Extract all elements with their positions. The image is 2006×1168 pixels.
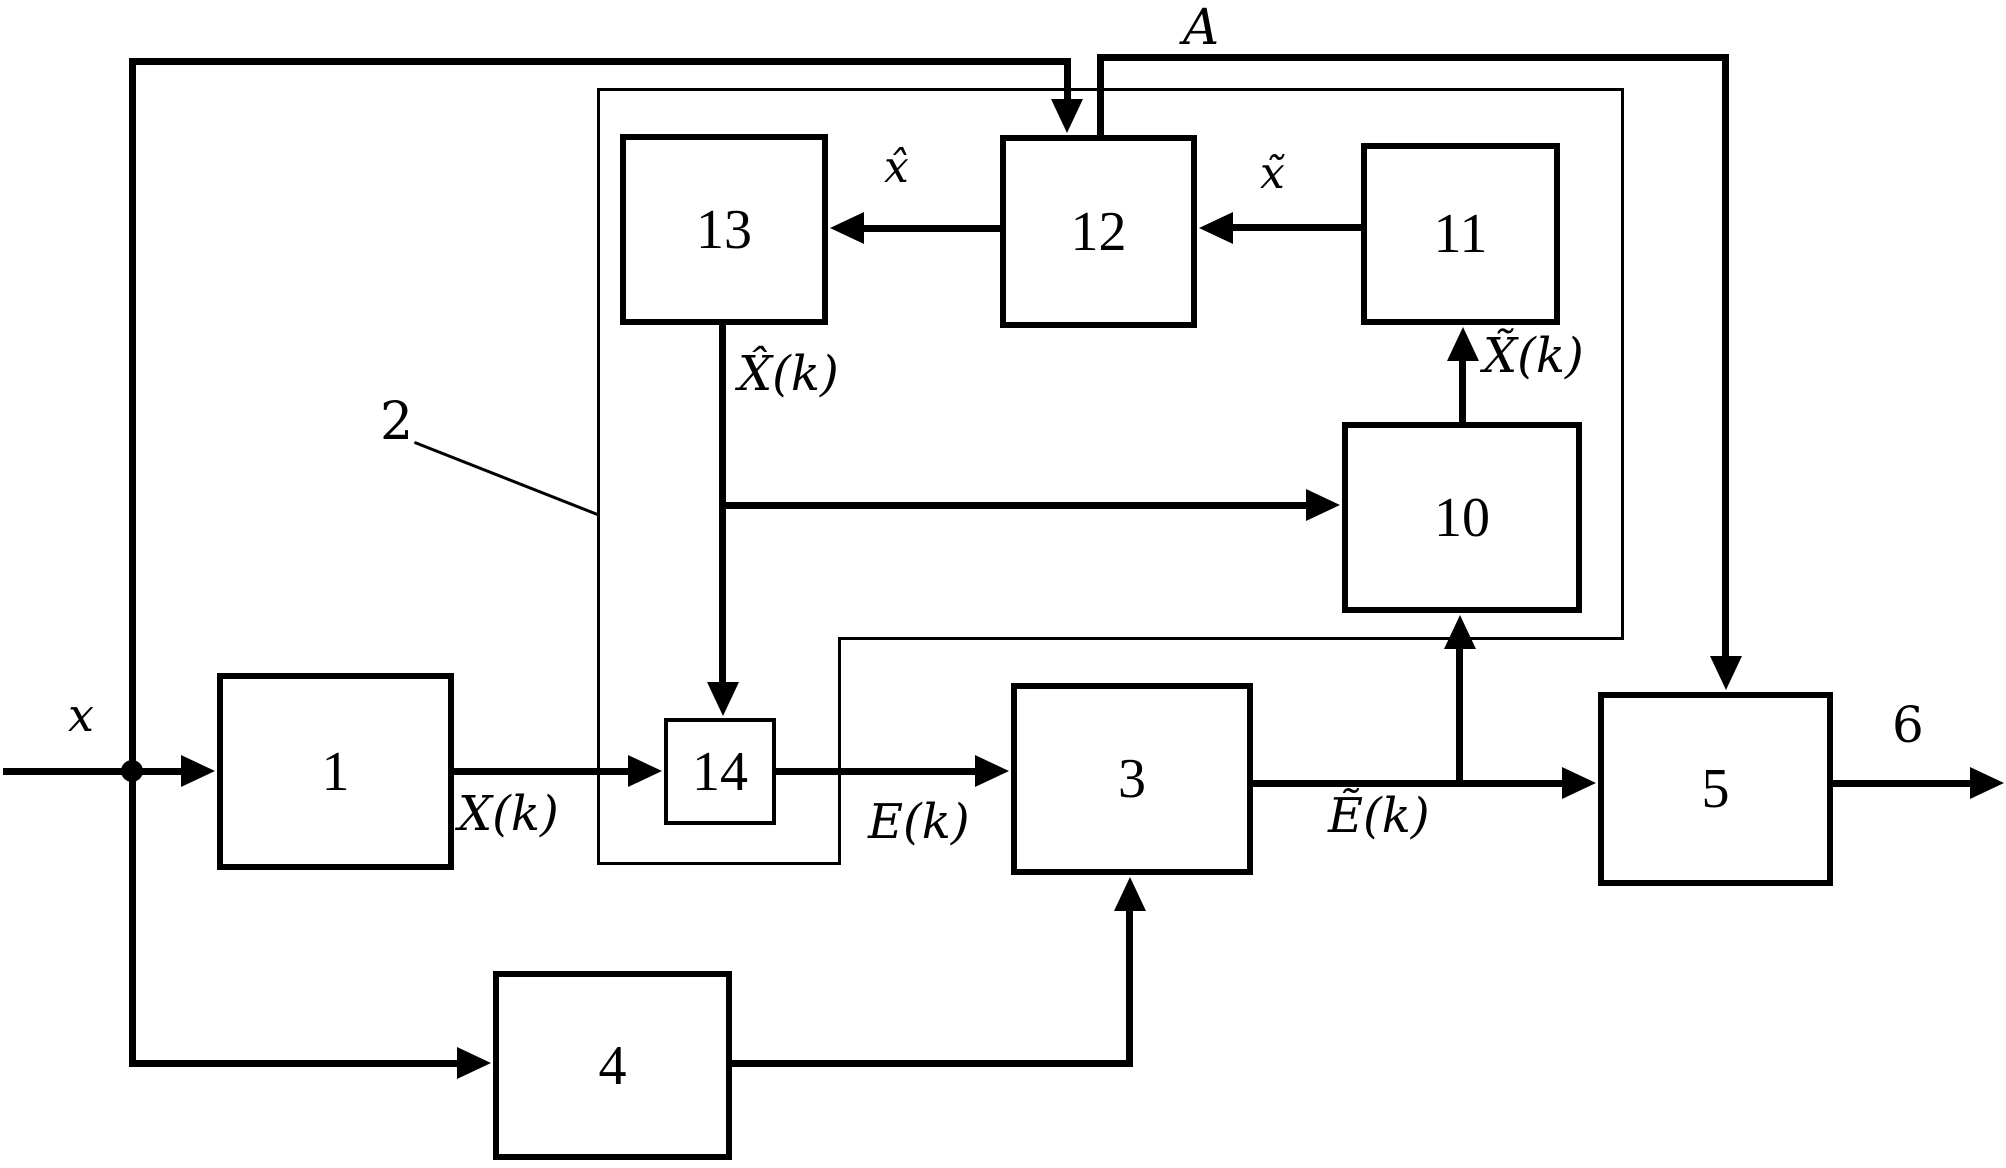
container-2-leg-bottom-edge <box>597 862 841 865</box>
block-10: 10 <box>1342 422 1582 613</box>
label-container-2: 2 <box>380 392 414 452</box>
line-11-to-12 <box>1231 224 1363 231</box>
line-branch-up-to-10 <box>1456 643 1463 783</box>
container-2-left-edge <box>597 88 600 865</box>
arrowhead-into-3 <box>975 755 1009 787</box>
line-bottom-to-4 <box>129 1060 462 1067</box>
block-12: 12 <box>1000 135 1197 328</box>
block-4-label: 4 <box>598 1034 627 1097</box>
arrowhead-into-13 <box>830 212 864 244</box>
line-drop-into-12 <box>1064 58 1071 103</box>
block-14: 14 <box>664 718 776 825</box>
line-1-to-14 <box>452 768 632 775</box>
block-1-label: 1 <box>321 740 350 803</box>
arrowhead-into-3-bottom <box>1114 877 1146 911</box>
container-2-leg-right-edge <box>838 637 841 865</box>
label-x-tilde: x̃ <box>1260 148 1285 199</box>
label-x-hat-k: X̂(k) <box>738 346 839 402</box>
line-14-to-3 <box>774 768 980 775</box>
block-5: 5 <box>1598 692 1833 886</box>
label-output-6: 6 <box>1892 696 1924 754</box>
arrowhead-into-10-bottom <box>1444 615 1476 649</box>
line-13-down-to-14 <box>719 325 726 688</box>
block-11-label: 11 <box>1433 203 1488 265</box>
block-10-label: 10 <box>1434 486 1490 549</box>
line-3-to-5 <box>1251 780 1567 787</box>
block-3: 3 <box>1011 683 1253 875</box>
container-2-top-edge <box>597 88 1624 91</box>
arrowhead-into-10-left <box>1306 489 1340 521</box>
arrowhead-into-1 <box>181 755 215 787</box>
arrowhead-output-6 <box>1970 767 2004 799</box>
block-13-label: 13 <box>696 198 752 261</box>
label-xk: X(k) <box>458 786 559 842</box>
block-14-label: 14 <box>692 740 748 803</box>
block-1: 1 <box>217 673 454 870</box>
container-2-right-edge <box>1621 88 1624 640</box>
line-a-drop-to-5 <box>1722 54 1729 660</box>
block-11: 11 <box>1361 143 1560 325</box>
label-e-tilde-k: Ẽ(k) <box>1328 788 1430 844</box>
junction-dot-input <box>121 760 143 782</box>
line-a-top <box>1097 54 1729 61</box>
label-x-hat: x̂ <box>884 142 909 193</box>
block-3-label: 3 <box>1118 748 1146 810</box>
line-5-output <box>1831 780 1971 787</box>
container-2-notch-edge <box>838 637 1624 640</box>
arrowhead-into-11 <box>1447 327 1479 361</box>
arrowhead-into-12-top <box>1051 99 1083 133</box>
arrowhead-into-5 <box>1562 767 1596 799</box>
line-x-loop-vertical <box>129 58 136 1067</box>
block-5-label: 5 <box>1701 758 1730 820</box>
line-4-up-to-3 <box>1126 905 1133 1063</box>
line-top-loop <box>129 58 1070 65</box>
label-feedback-a: A <box>1183 0 1220 56</box>
line-4-output <box>730 1060 1133 1067</box>
label-x-tilde-k: X̃(k) <box>1483 328 1584 384</box>
line-12-to-13 <box>862 225 1004 232</box>
leader-line-2 <box>413 441 599 516</box>
label-ek: E(k) <box>868 794 970 850</box>
arrowhead-into-4 <box>457 1047 491 1079</box>
label-input-x: x <box>68 688 94 742</box>
arrowhead-into-14-top <box>707 682 739 716</box>
arrowhead-into-14 <box>628 755 662 787</box>
line-13-branch-to-10 <box>723 502 1311 509</box>
block-12-label: 12 <box>1070 200 1127 263</box>
block-13: 13 <box>620 134 828 325</box>
arrowhead-into-12-side <box>1199 212 1233 244</box>
line-input <box>3 768 183 775</box>
line-a-from-12-top <box>1097 54 1104 135</box>
arrowhead-into-5-top <box>1710 656 1742 690</box>
line-10-up-to-11 <box>1459 353 1466 425</box>
block-4: 4 <box>493 971 732 1160</box>
